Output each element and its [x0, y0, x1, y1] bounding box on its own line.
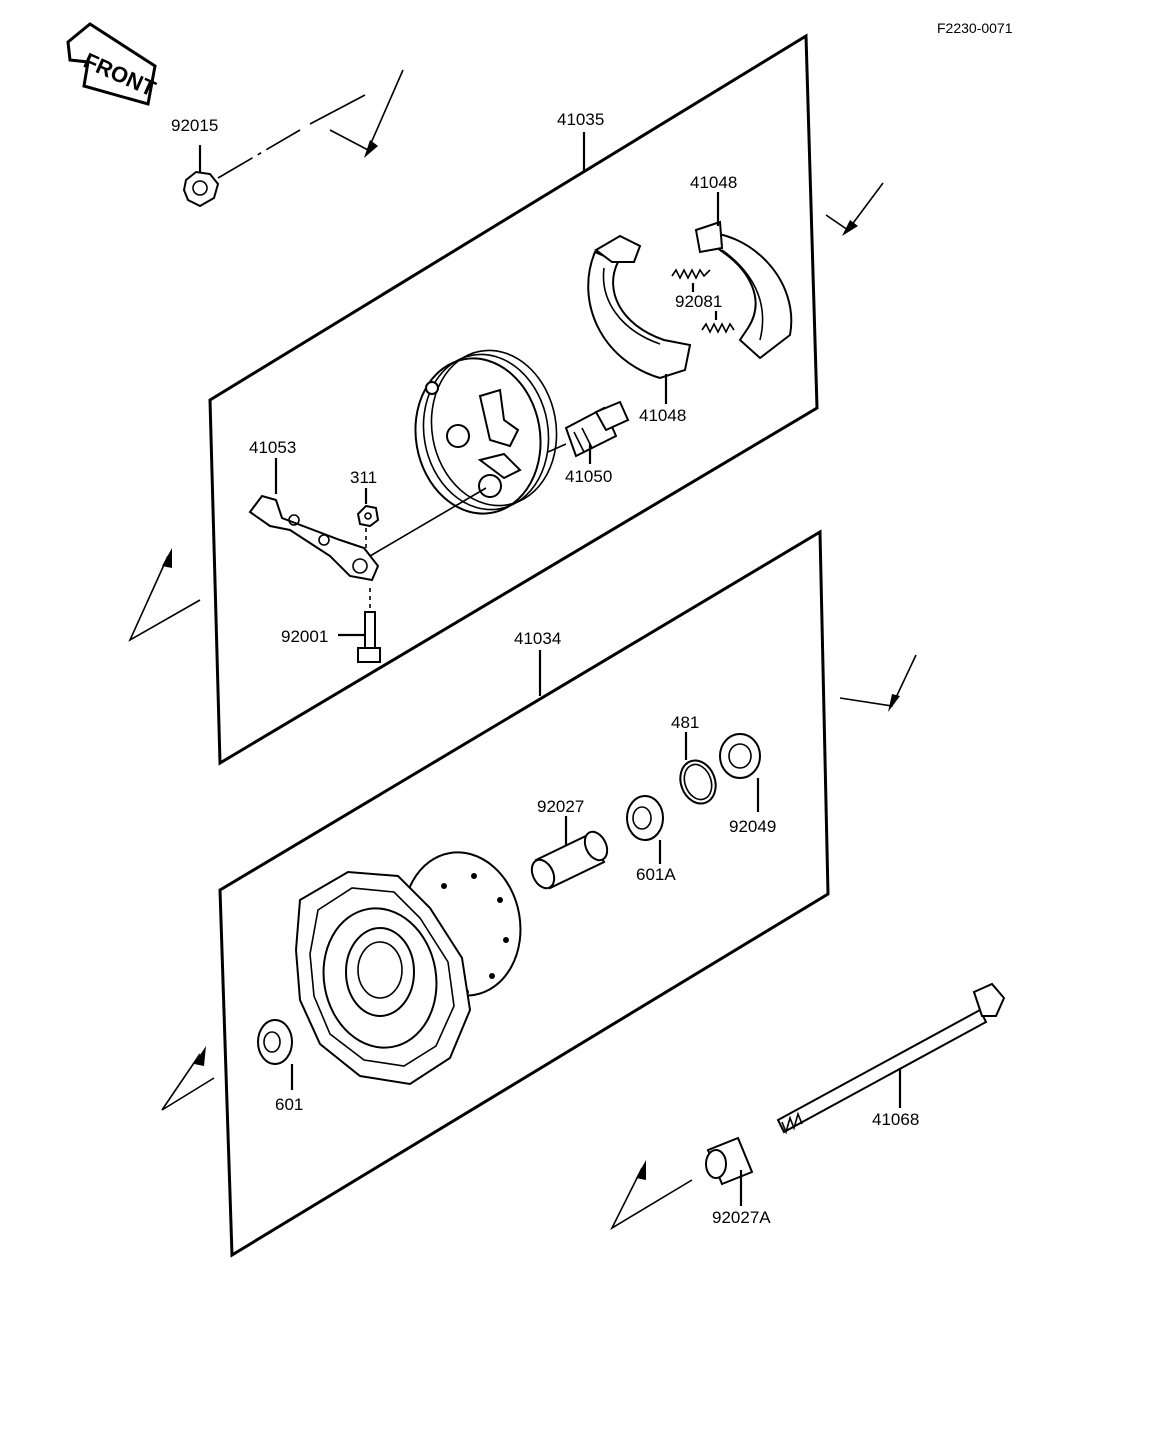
label-92081: 92081	[675, 292, 722, 311]
label-601A: 601A	[636, 865, 676, 884]
brake-lever	[248, 458, 487, 582]
bearing-601A	[626, 795, 664, 864]
nut-92015	[182, 94, 366, 208]
label-41050: 41050	[565, 467, 612, 486]
brake-panel-box	[208, 33, 819, 766]
collar-92027A	[705, 1136, 754, 1206]
hub-box	[218, 529, 830, 1258]
label-92049: 92049	[729, 817, 776, 836]
brake-shoe-upper	[587, 234, 692, 380]
wheel-hub	[294, 851, 522, 1086]
brake-shoe-lower	[694, 220, 793, 360]
return-springs	[671, 268, 735, 334]
brake-panel	[414, 349, 558, 515]
collar-92027	[530, 816, 609, 890]
label-92015: 92015	[171, 116, 218, 135]
label-41068: 41068	[872, 1110, 919, 1129]
label-41048-upper: 41048	[690, 173, 737, 192]
label-92001: 92001	[281, 627, 328, 646]
brake-cam	[547, 400, 630, 464]
assembly-arrows	[128, 69, 917, 1231]
label-41035: 41035	[557, 110, 604, 129]
label-92027: 92027	[537, 797, 584, 816]
bolt-92001	[338, 588, 381, 663]
circlip-481	[679, 732, 717, 805]
seal-92049	[719, 733, 761, 812]
figure-code: F2230-0071	[937, 20, 1013, 36]
label-601: 601	[275, 1095, 303, 1114]
label-92027A: 92027A	[712, 1208, 771, 1227]
label-41048-lower: 41048	[639, 406, 686, 425]
label-41053: 41053	[249, 438, 296, 457]
label-41034: 41034	[514, 629, 561, 648]
axle-41068	[776, 982, 1006, 1135]
nut-311	[356, 488, 380, 550]
front-arrow-badge: FRONT	[66, 22, 160, 106]
label-311: 311	[350, 468, 377, 487]
bearing-601	[257, 1019, 294, 1090]
label-481: 481	[671, 713, 699, 732]
